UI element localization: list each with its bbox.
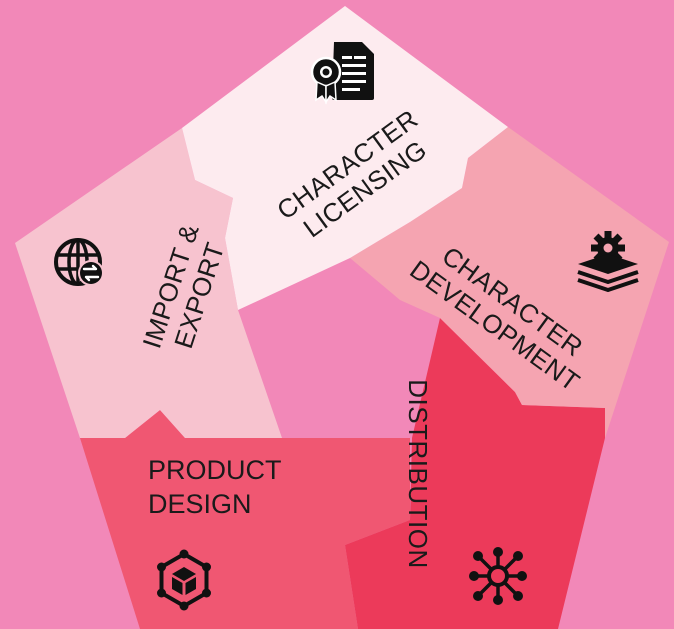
- label-distribution: DISTRIBUTION: [403, 379, 433, 568]
- product-line-2: DESIGN: [148, 489, 252, 519]
- segment-character-development: [350, 127, 669, 438]
- layers-gear-icon: [577, 231, 639, 292]
- cube-frame-icon: [157, 549, 211, 611]
- certificate-document-icon: [310, 42, 374, 105]
- distribution-line-1: DISTRIBUTION: [403, 379, 433, 568]
- segment-distribution: [345, 318, 605, 629]
- product-line-1: PRODUCT: [148, 455, 282, 485]
- label-product-design: PRODUCT DESIGN: [148, 455, 282, 519]
- segment-character-licensing: [182, 6, 508, 310]
- globe-arrows-icon: [54, 238, 104, 286]
- network-hub-icon: [469, 547, 527, 605]
- segment-import-export: [15, 128, 282, 438]
